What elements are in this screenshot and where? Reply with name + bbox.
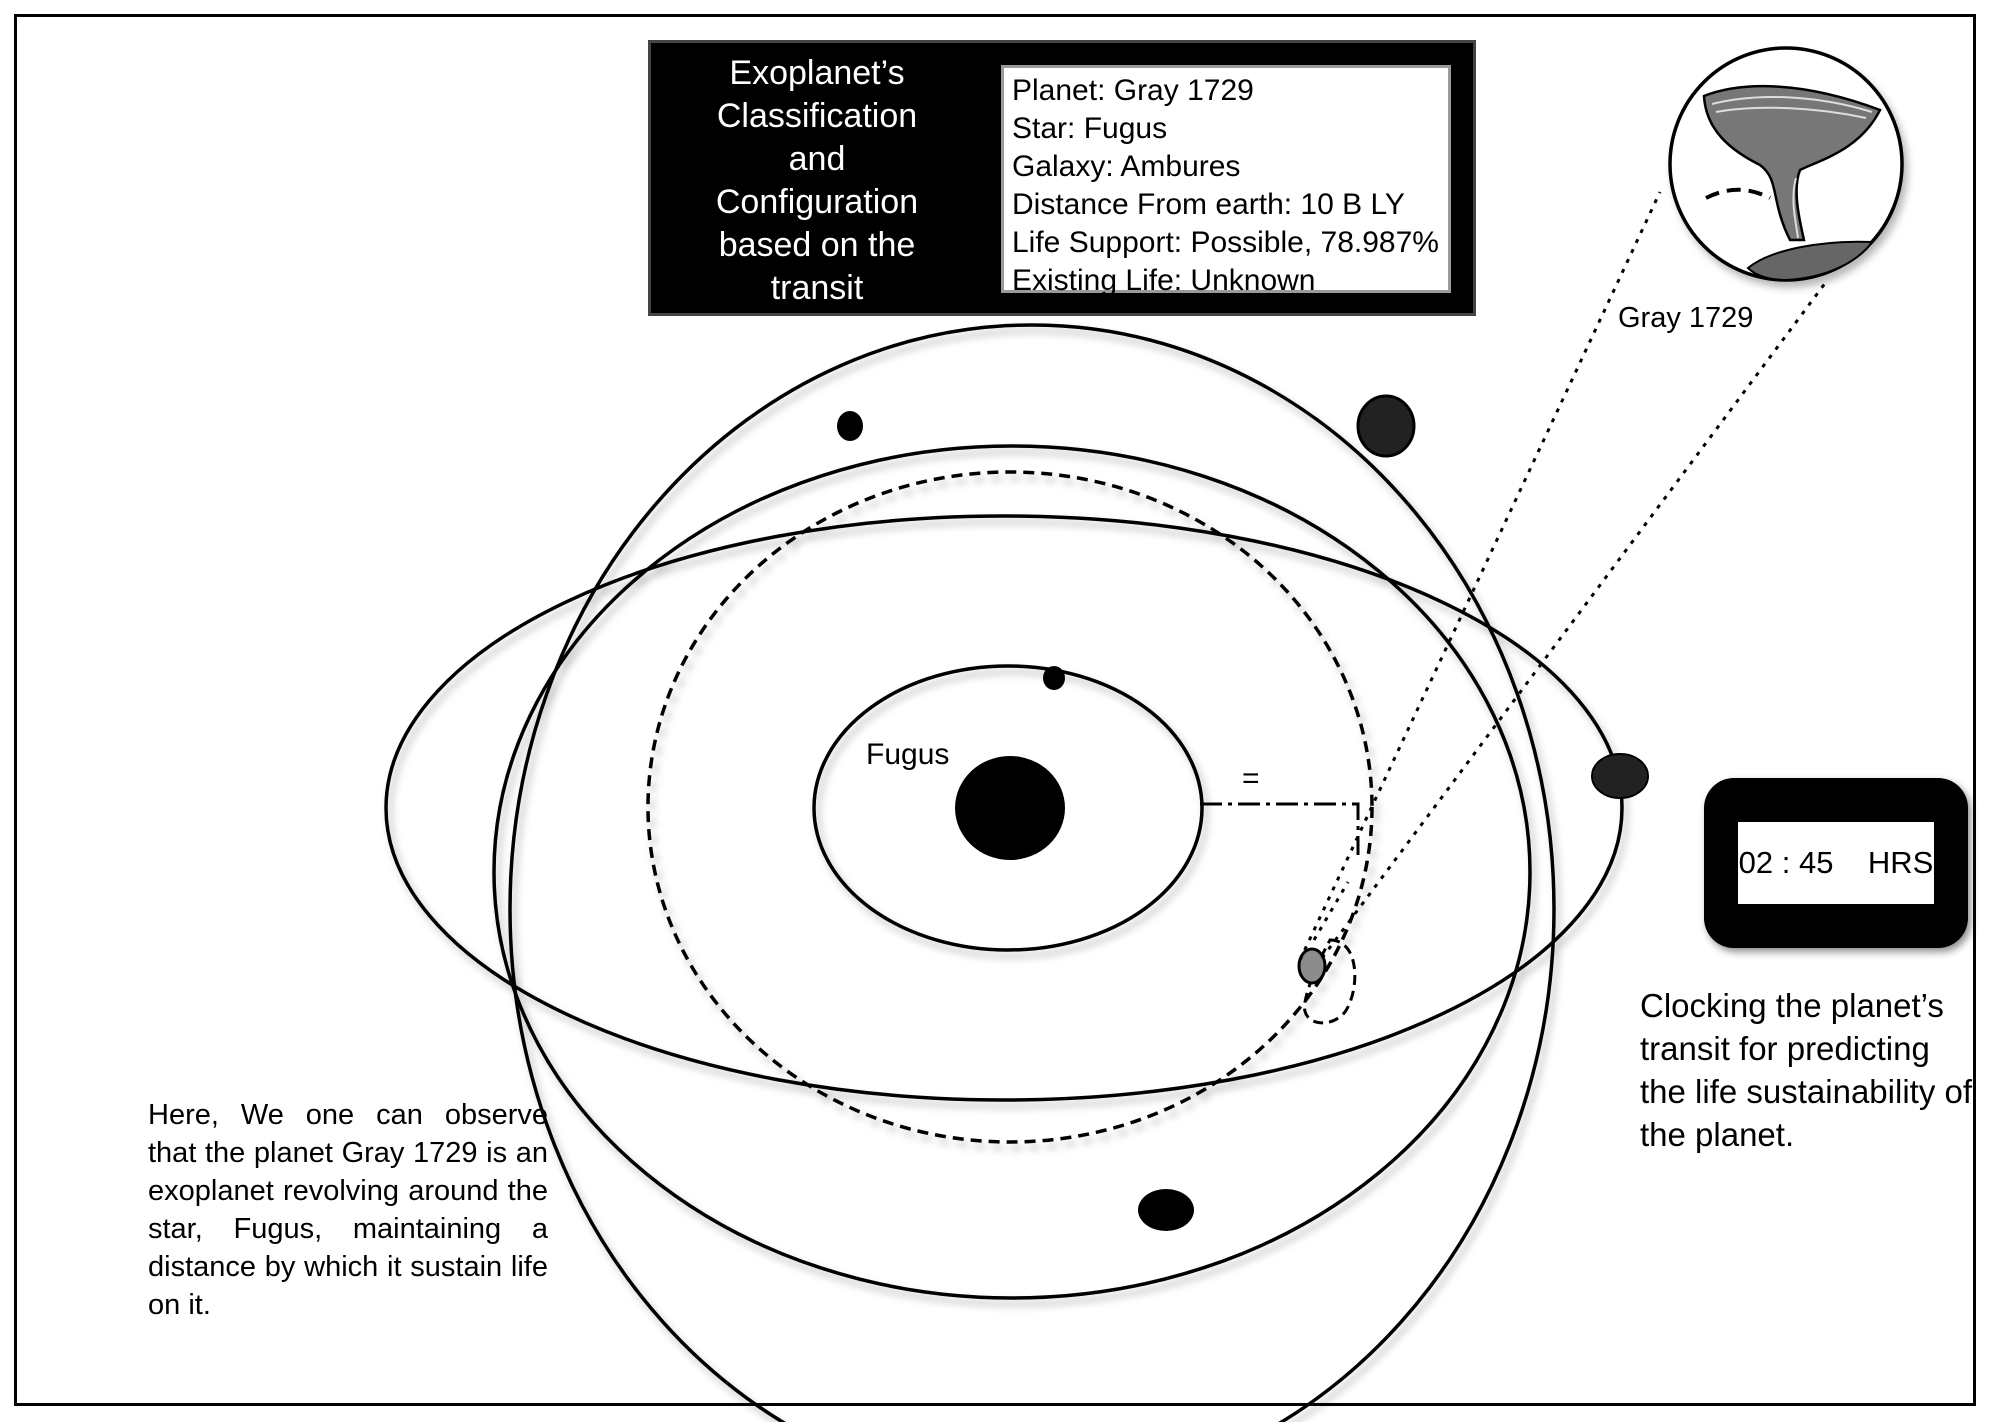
orbit-tilted [492, 444, 1532, 1300]
distance-marker [1200, 802, 1360, 855]
info-row-life-support: Life Support: Possible, 78.987% [1012, 226, 1439, 259]
planet-label: Gray 1729 [1618, 302, 1754, 334]
magnified-view [1668, 46, 1904, 282]
orbit-dashed [646, 470, 1374, 1144]
info-box-details: Planet: Gray 1729 Star: Fugus Galaxy: Am… [1001, 65, 1451, 297]
zoom-line-left [1298, 191, 1662, 961]
info-box-title: Exoplanet’s Classification and Configura… [715, 54, 919, 307]
planet-bottom [1138, 1189, 1194, 1231]
orbit-inner [812, 664, 1204, 952]
orbit-wide [384, 514, 1624, 1102]
info-row-distance: Distance From earth: 10 B LY [1012, 188, 1405, 221]
info-row-star: Star: Fugus [1012, 112, 1168, 145]
planet-gray-1729 [1297, 947, 1327, 985]
info-row-existing-life: Existing Life: Unknown [1012, 264, 1316, 297]
transit-timer: 02 : 45 HRS [1704, 778, 1968, 948]
info-row-planet: Planet: Gray 1729 [1012, 74, 1254, 107]
timer-display: 02 : 45 HRS [1738, 822, 1934, 904]
planet-small-orbit [1303, 938, 1357, 1025]
star-fugus [955, 756, 1065, 860]
star-label: Fugus [866, 738, 950, 771]
caption-left: Here, We one can observe that the planet… [148, 1099, 548, 1321]
info-row-galaxy: Galaxy: Ambures [1012, 150, 1241, 183]
planet-right [1591, 753, 1649, 799]
info-box: Exoplanet’s Classification and Configura… [648, 40, 1476, 316]
distance-equals-label: = [1242, 762, 1260, 795]
diagram-frame [14, 14, 1976, 1406]
zoom-line-short [1312, 881, 1350, 941]
caption-right: Clocking the planet’s transit for predic… [1640, 987, 1973, 1153]
planet-top-left [837, 411, 863, 441]
orbit-tall [508, 323, 1556, 1422]
zoom-line-right [1320, 281, 1828, 959]
planet-inner [1043, 666, 1065, 690]
planet-top-right [1356, 394, 1416, 458]
